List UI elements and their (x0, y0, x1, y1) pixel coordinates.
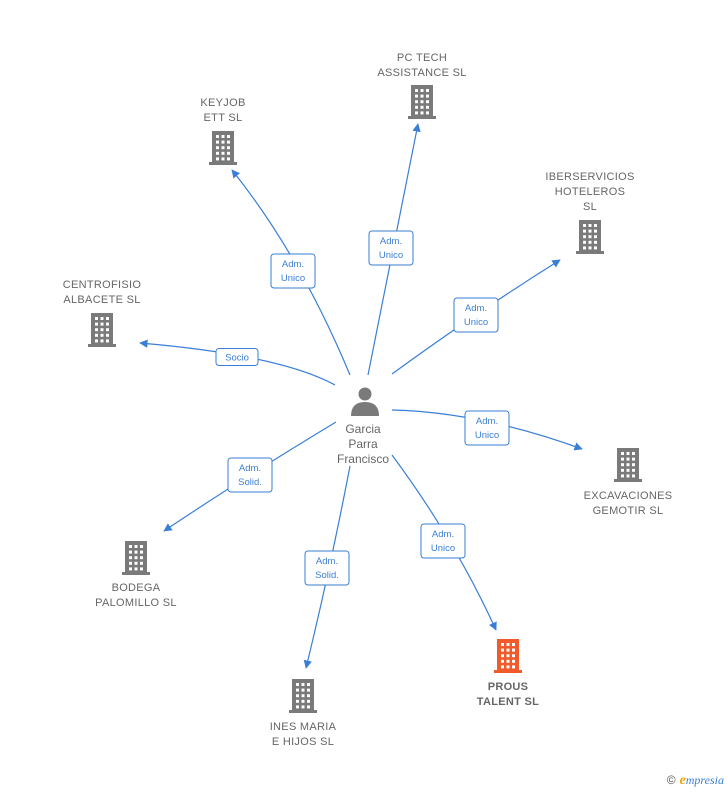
edge-label-text: Adm. (476, 416, 498, 427)
edge-label-box (464, 410, 510, 446)
person-name-line: Francisco (337, 452, 389, 466)
edge-label-box (270, 253, 316, 289)
company-name-line: SL (583, 201, 597, 213)
company-name-line: PC TECH (397, 52, 447, 64)
company-name-line: E HIJOS SL (272, 736, 334, 748)
company-node-bodega[interactable]: BODEGA PALOMILLO SL (95, 541, 177, 609)
building-icon (576, 220, 604, 254)
edge-label-text: Socio (225, 353, 249, 364)
building-icon (122, 541, 150, 575)
edge-label-text: Unico (431, 543, 455, 554)
edge-label-centrofisio[interactable]: Socio (215, 348, 259, 366)
edge-label-pc-tech[interactable]: Adm. Unico (368, 230, 414, 266)
company-node-centrofisio[interactable]: CENTROFISIO ALBACETE SL (63, 279, 142, 347)
edge-label-text: Unico (379, 250, 403, 261)
person-name-line: Parra (348, 437, 378, 451)
nodes-layer: PC TECH ASSISTANCE SL KEYJOB ETT SL IBERSERV… (63, 52, 673, 748)
company-node-prous[interactable]: PROUS TALENT SL (477, 639, 539, 708)
building-icon (209, 131, 237, 165)
edge-label-text: Solid. (238, 477, 262, 488)
edge-label-iberservicios[interactable]: Adm. Unico (453, 297, 499, 333)
company-name-line: HOTELEROS (555, 186, 626, 198)
company-node-pc-tech[interactable]: PC TECH ASSISTANCE SL (377, 52, 466, 119)
edge-label-bodega[interactable]: Adm. Solid. (227, 457, 273, 493)
brand-logo-text: mpresia (685, 773, 724, 787)
company-name-line: TALENT SL (477, 696, 539, 708)
edge-label-text: Adm. (380, 236, 402, 247)
edge-label-text: Adm. (282, 259, 304, 270)
company-name-line: ETT SL (204, 112, 243, 124)
company-node-excavaciones[interactable]: EXCAVACIONES GEMOTIR SL (584, 448, 673, 517)
building-icon (494, 639, 522, 673)
company-name-line: INES MARIA (270, 721, 337, 733)
edge-line-centrofisio (139, 339, 336, 386)
building-icon (88, 313, 116, 347)
brand-logo-e: e (679, 773, 686, 788)
company-node-keyjob[interactable]: KEYJOB ETT SL (200, 97, 245, 165)
edge-label-text: Solid. (315, 570, 339, 581)
company-name-line: PALOMILLO SL (95, 597, 177, 609)
edge-label-text: Adm. (465, 303, 487, 314)
person-name-line: Garcia (345, 422, 381, 436)
edge-label-ines-maria[interactable]: Adm. Solid. (304, 550, 350, 586)
building-icon (289, 679, 317, 713)
company-node-ines-maria[interactable]: INES MARIA E HIJOS SL (270, 679, 337, 748)
company-name-line: KEYJOB (200, 97, 245, 109)
edge-label-box (368, 230, 414, 266)
company-name-line: IBERSERVICIOS (545, 171, 634, 183)
company-name-line: CENTROFISIO (63, 279, 142, 291)
company-name-line: BODEGA (112, 582, 161, 594)
edge-label-box (227, 457, 273, 493)
company-name-line: ASSISTANCE SL (377, 67, 466, 79)
edge-label-box (453, 297, 499, 333)
building-icon (408, 85, 436, 119)
edges-layer: Adm.UnicoAdm.UnicoAdm.UnicoSocioAdm.Unic… (139, 123, 583, 669)
edge-label-box (215, 348, 259, 366)
edge-label-box (420, 523, 466, 559)
company-name-line: ALBACETE SL (63, 294, 140, 306)
company-node-iberservicios[interactable]: IBERSERVICIOS HOTELEROS SL (545, 171, 634, 254)
edge-label-text: Unico (464, 317, 488, 328)
edge-label-box (304, 550, 350, 586)
footer-brand: ©empresia (667, 773, 724, 789)
copyright-symbol: © (666, 773, 676, 787)
company-name-line: PROUS (488, 681, 529, 693)
edge-label-text: Unico (281, 273, 305, 284)
edge-label-text: Adm. (316, 556, 338, 567)
edge-label-text: Adm. (432, 529, 454, 540)
company-name-line: EXCAVACIONES (584, 490, 673, 502)
edge-label-keyjob[interactable]: Adm. Unico (270, 253, 316, 289)
edge-label-excavaciones[interactable]: Adm. Unico (464, 410, 510, 446)
building-icon (614, 448, 642, 482)
edge-label-text: Adm. (239, 463, 261, 474)
company-name-line: GEMOTIR SL (593, 505, 664, 517)
person-icon (351, 387, 379, 416)
edge-label-text: Unico (475, 430, 499, 441)
edge-label-prous[interactable]: Adm. Unico (420, 523, 466, 559)
